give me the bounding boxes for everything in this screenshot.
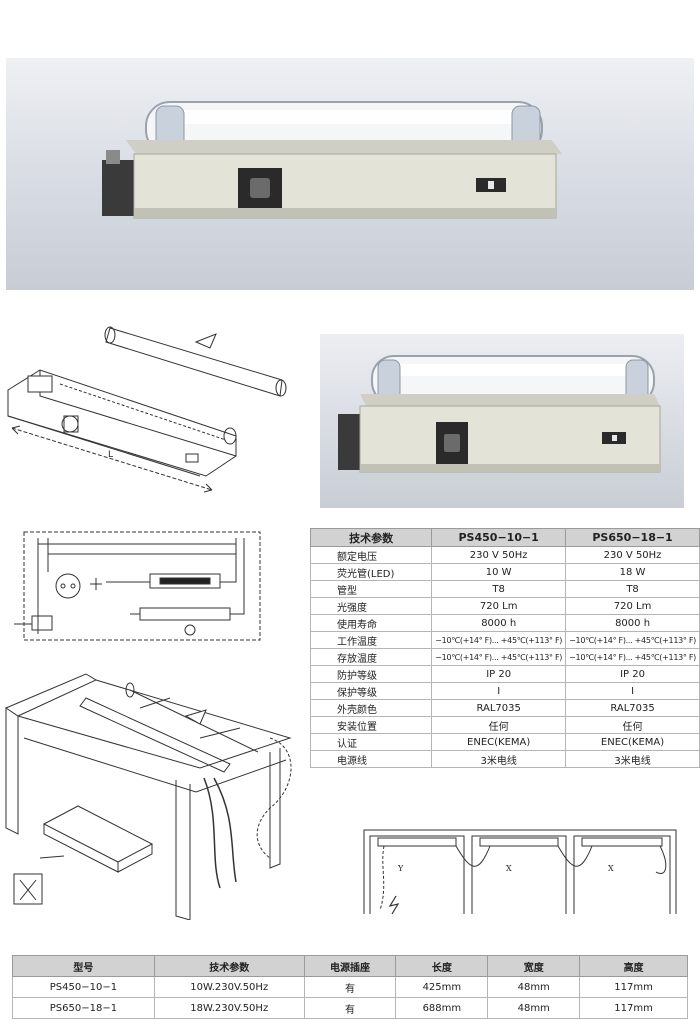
model-header-cell: 技术参数 (153, 955, 305, 977)
spec-label: 认证 (309, 733, 433, 751)
spec-value: 18 W (565, 563, 700, 581)
spec-header-cell: PS650−18−1 (565, 528, 700, 547)
spec-row: 认证 ENEC(KEMA) ENEC(KEMA) (309, 733, 700, 751)
spec-row: 电源线 3米电线 3米电线 (309, 750, 700, 768)
spec-label: 荧光管(LED) (309, 563, 433, 581)
spec-row: 外壳颜色 RAL7035 RAL7035 (309, 699, 700, 717)
spec-value: 任何 (565, 716, 700, 734)
model-cell: 48mm (487, 976, 581, 998)
spec-value: RAL7035 (565, 699, 700, 717)
spec-value: 3米电线 (565, 750, 700, 768)
model-header-cell: 长度 (395, 955, 489, 977)
model-row: PS650−18−1 18W.230V.50Hz 有 688mm 48mm 11… (12, 997, 688, 1019)
spec-label: 电源线 (309, 750, 433, 768)
spec-row: 管型 T8 T8 (309, 580, 700, 598)
spec-value: −10℃(+14° F)... +45℃(+113° F) (431, 648, 567, 666)
spec-label: 工作温度 (309, 631, 433, 649)
model-cell: 688mm (395, 997, 489, 1019)
model-cell: 117mm (579, 976, 688, 998)
model-table: 型号 技术参数 电源插座 长度 宽度 高度 PS450−10−1 10W.230… (12, 955, 688, 1019)
spec-value: I (565, 682, 700, 700)
spec-header-cell: PS450−10−1 (431, 528, 567, 547)
dimension-label: L (108, 450, 114, 460)
exploded-drawing: L (0, 318, 300, 513)
cable-label-x-right: X (608, 864, 614, 873)
lamp-illustration-secondary (338, 355, 661, 473)
model-table-header: 型号 技术参数 电源插座 长度 宽度 高度 (12, 955, 688, 977)
wiring-schematic (10, 524, 266, 648)
spec-value: −10℃(+14° F)... +45℃(+113° F) (565, 631, 700, 649)
model-header-cell: 宽度 (487, 955, 581, 977)
spec-value: 8000 h (431, 614, 567, 632)
spec-value: ENEC(KEMA) (565, 733, 700, 751)
product-photo-main (6, 58, 694, 290)
spec-table-header: 技术参数 PS450−10−1 PS650−18−1 (309, 528, 700, 547)
model-cell: 18W.230V.50Hz (153, 997, 305, 1019)
spec-value: RAL7035 (431, 699, 567, 717)
spec-value: ENEC(KEMA) (431, 733, 567, 751)
spec-row: 安装位置 任何 任何 (309, 716, 700, 734)
model-header-cell: 型号 (12, 955, 155, 977)
model-cell: 10W.230V.50Hz (153, 976, 305, 998)
model-row: PS450−10−1 10W.230V.50Hz 有 425mm 48mm 11… (12, 976, 688, 998)
spec-value: T8 (565, 580, 700, 598)
cable-label-x-mid: X (506, 864, 512, 873)
model-cell: 有 (303, 976, 397, 998)
spec-label: 保护等级 (309, 682, 433, 700)
spec-row: 工作温度 −10℃(+14° F)... +45℃(+113° F) −10℃(… (309, 631, 700, 649)
spec-value: 720 Lm (565, 597, 700, 615)
spec-label: 管型 (309, 580, 433, 598)
spec-table: 技术参数 PS450−10−1 PS650−18−1 额定电压 230 V 50… (309, 528, 700, 768)
model-cell: PS650−18−1 (12, 997, 155, 1019)
model-cell: 117mm (579, 997, 688, 1019)
spec-value: 10 W (431, 563, 567, 581)
spec-row: 使用寿命 8000 h 8000 h (309, 614, 700, 632)
spec-label: 外壳颜色 (309, 699, 433, 717)
spec-label: 额定电压 (309, 546, 433, 564)
spec-value: −10℃(+14° F)... +45℃(+113° F) (565, 648, 700, 666)
spec-value: −10℃(+14° F)... +45℃(+113° F) (431, 631, 567, 649)
product-photo-secondary (320, 334, 684, 508)
spec-value: IP 20 (431, 665, 567, 683)
spec-label: 安装位置 (309, 716, 433, 734)
spec-label: 使用寿命 (309, 614, 433, 632)
spec-value: 230 V 50Hz (431, 546, 567, 564)
spec-row: 保护等级 I I (309, 682, 700, 700)
spec-value: 720 Lm (431, 597, 567, 615)
spec-row: 光强度 720 Lm 720 Lm (309, 597, 700, 615)
model-cell: 425mm (395, 976, 489, 998)
spec-row: 存放温度 −10℃(+14° F)... +45℃(+113° F) −10℃(… (309, 648, 700, 666)
spec-value: 任何 (431, 716, 567, 734)
spec-label: 防护等级 (309, 665, 433, 683)
spec-value: 8000 h (565, 614, 700, 632)
spec-value: 230 V 50Hz (565, 546, 700, 564)
model-header-cell: 高度 (579, 955, 688, 977)
model-cell: 48mm (487, 997, 581, 1019)
spec-value: IP 20 (565, 665, 700, 683)
spec-row: 荧光管(LED) 10 W 18 W (309, 563, 700, 581)
model-cell: PS450−10−1 (12, 976, 155, 998)
spec-row: 额定电压 230 V 50Hz 230 V 50Hz (309, 546, 700, 564)
cabinet-mounting-drawing (0, 668, 318, 921)
model-cell: 有 (303, 997, 397, 1019)
spec-label: 存放温度 (309, 648, 433, 666)
spec-value: T8 (431, 580, 567, 598)
spec-row: 防护等级 IP 20 IP 20 (309, 665, 700, 683)
spec-value: I (431, 682, 567, 700)
spec-header-cell: 技术参数 (309, 528, 433, 547)
lamp-illustration-main (102, 101, 562, 219)
spec-value: 3米电线 (431, 750, 567, 768)
model-header-cell: 电源插座 (303, 955, 397, 977)
cabinet-section-drawing: Y X X (360, 826, 680, 916)
spec-label: 光强度 (309, 597, 433, 615)
cable-label-y: Y (398, 864, 404, 873)
